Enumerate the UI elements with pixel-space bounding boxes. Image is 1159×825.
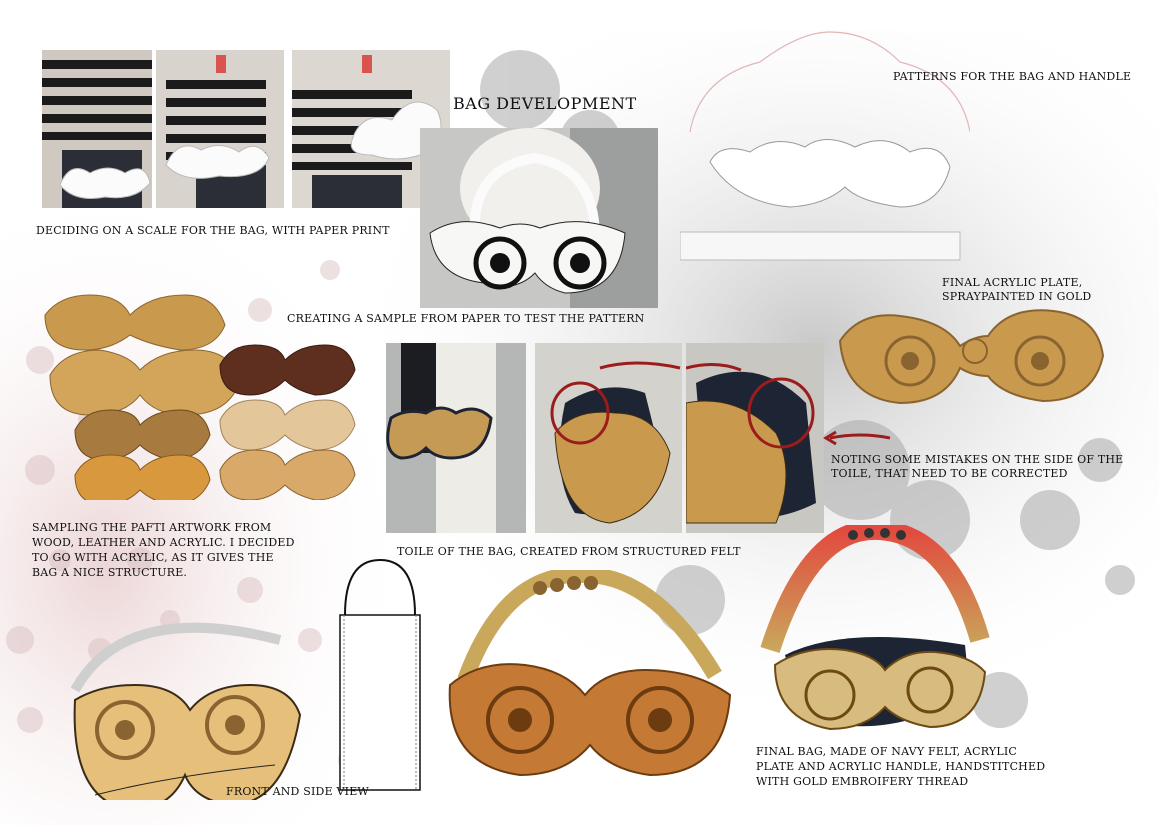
board-title: BAG DEVELOPMENT	[453, 94, 637, 113]
caption-toile: TOILE OF THE BAG, CREATED FROM STRUCTURE…	[397, 545, 741, 558]
toile-photo-3	[686, 343, 824, 533]
paper-sample-photo	[420, 128, 658, 308]
caption-final-plate-line-1: FINAL ACRYLIC PLATE,	[942, 276, 1083, 289]
toile-photo-2	[535, 343, 682, 533]
caption-final-bag-line-1: FINAL BAG, MADE OF NAVY FELT, ACRYLIC	[756, 745, 1018, 758]
final-bag-photo-2	[760, 525, 990, 731]
final-acrylic-plate	[838, 309, 1105, 405]
side-view-sketch	[339, 558, 421, 791]
toile-photo-1	[386, 343, 526, 533]
caption-mistakes-line-2: TOILE, THAT NEED TO BE CORRECTED	[831, 467, 1068, 480]
caption-final-plate-line-2: SPRAYPAINTED IN GOLD	[942, 290, 1092, 303]
caption-front-side: FRONT AND SIDE VIEW	[226, 785, 369, 798]
annotation-arrow	[823, 430, 891, 446]
caption-sampling-line-1: SAMPLING THE PAFTI ARTWORK FROM	[32, 521, 272, 534]
caption-final-bag-line-2: PLATE AND ACRYLIC HANDLE, HANDSTITCHED	[756, 760, 1046, 773]
scale-photo-1	[42, 50, 152, 208]
caption-sampling-line-3: TO GO WITH ACRYLIC, AS IT GIVES THE	[32, 551, 274, 564]
caption-sampling-line-4: BAG A NICE STRUCTURE.	[32, 566, 188, 579]
caption-sample: CREATING A SAMPLE FROM PAPER TO TEST THE…	[287, 312, 645, 325]
caption-mistakes-line-1: NOTING SOME MISTAKES ON THE SIDE OF THE	[831, 453, 1124, 466]
caption-final-bag-line-3: WITH GOLD EMBROIFERY THREAD	[756, 775, 969, 788]
pafti-samples	[44, 294, 356, 500]
final-bag-photo-1	[448, 570, 732, 777]
caption-patterns: PATTERNS FOR THE BAG AND HANDLE	[893, 70, 1132, 83]
scale-photo-2	[156, 50, 284, 208]
front-view-sketch	[70, 622, 302, 800]
caption-sampling-line-2: WOOD, LEATHER AND ACRYLIC. I DECIDED	[32, 536, 295, 549]
caption-scale: DECIDING ON A SCALE FOR THE BAG, WITH PA…	[36, 224, 390, 237]
pattern-outline	[680, 31, 970, 261]
